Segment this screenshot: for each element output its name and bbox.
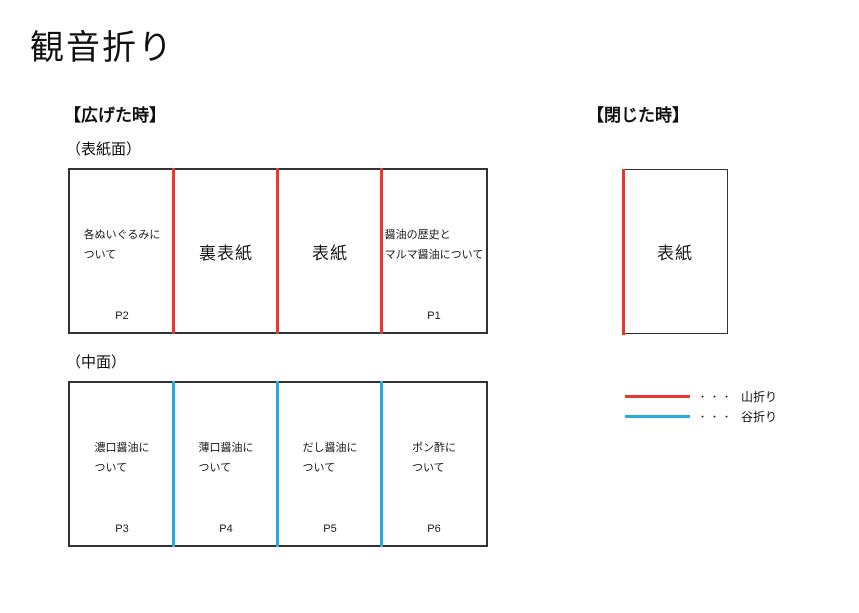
fold-legend: ・・・ 山折り ・・・ 谷折り [625,386,777,426]
closed-state-heading: 【閉じた時】 [587,106,689,125]
panel-back-cover: 裏表紙 [174,170,278,332]
mountain-fold-line-sample [625,394,690,398]
panel-p6: ポン酢に ついて P6 [382,383,486,545]
panel-p4: 薄口醤油に ついて P4 [174,383,278,545]
inner-side-label: （中面） [66,354,127,371]
panel-p6-page-number: P6 [427,523,441,535]
valley-fold-line-sample [625,414,690,418]
panel-p5-text: だし醤油に ついて [302,442,358,474]
valley-fold-line [380,381,383,547]
panel-p5-page-number: P5 [323,523,337,535]
cover-side-sheet: 各ぬいぐるみに ついて P2 裏表紙 表紙 醤油の歴史と マルマ醤油について P… [68,168,488,334]
panel-p3-page-number: P3 [115,523,129,535]
legend-dots: ・・・ [698,391,735,402]
panel-p5: だし醤油に ついて P5 [278,383,382,545]
panel-back-cover-text: 裏表紙 [199,243,253,263]
page-title: 観音折り [30,29,174,67]
panel-p4-page-number: P4 [219,523,233,535]
valley-fold-label: 谷折り [741,409,778,424]
panel-p6-text: ポン酢に ついて [412,442,456,474]
panel-p4-text: 薄口醤油に ついて [198,442,254,474]
panel-p2-page-number: P2 [115,310,129,322]
panel-p1: 醤油の歴史と マルマ醤油について P1 [382,170,486,332]
closed-pamphlet: 表紙 [621,168,728,335]
panel-front-cover: 表紙 [278,170,382,332]
panel-p2: 各ぬいぐるみに ついて P2 [70,170,174,332]
opened-state-heading: 【広げた時】 [64,106,166,125]
closed-cover-text: 表紙 [657,244,693,263]
panel-p3: 濃口醤油に ついて P3 [70,383,174,545]
mountain-fold-label: 山折り [741,389,778,404]
mountain-fold-line [172,168,175,334]
valley-fold-line [276,381,279,547]
panel-p1-page-number: P1 [427,310,441,322]
valley-fold-line [172,381,175,547]
mountain-fold-line [276,168,279,334]
panel-p2-text: 各ぬいぐるみに ついて [83,229,161,261]
panel-front-cover-text: 表紙 [312,243,348,263]
legend-row-mountain: ・・・ 山折り [625,386,777,406]
legend-dots: ・・・ [698,411,735,422]
cover-side-label: （表紙面） [66,141,142,158]
mountain-fold-edge [621,168,625,335]
inner-side-sheet: 濃口醤油に ついて P3 薄口醤油に ついて P4 だし醤油に ついて P5 ポ… [68,381,488,547]
panel-p1-text: 醤油の歴史と マルマ醤油について [384,229,484,261]
mountain-fold-line [380,168,383,334]
panel-p3-text: 濃口醤油に ついて [94,442,150,474]
legend-row-valley: ・・・ 谷折り [625,406,777,426]
